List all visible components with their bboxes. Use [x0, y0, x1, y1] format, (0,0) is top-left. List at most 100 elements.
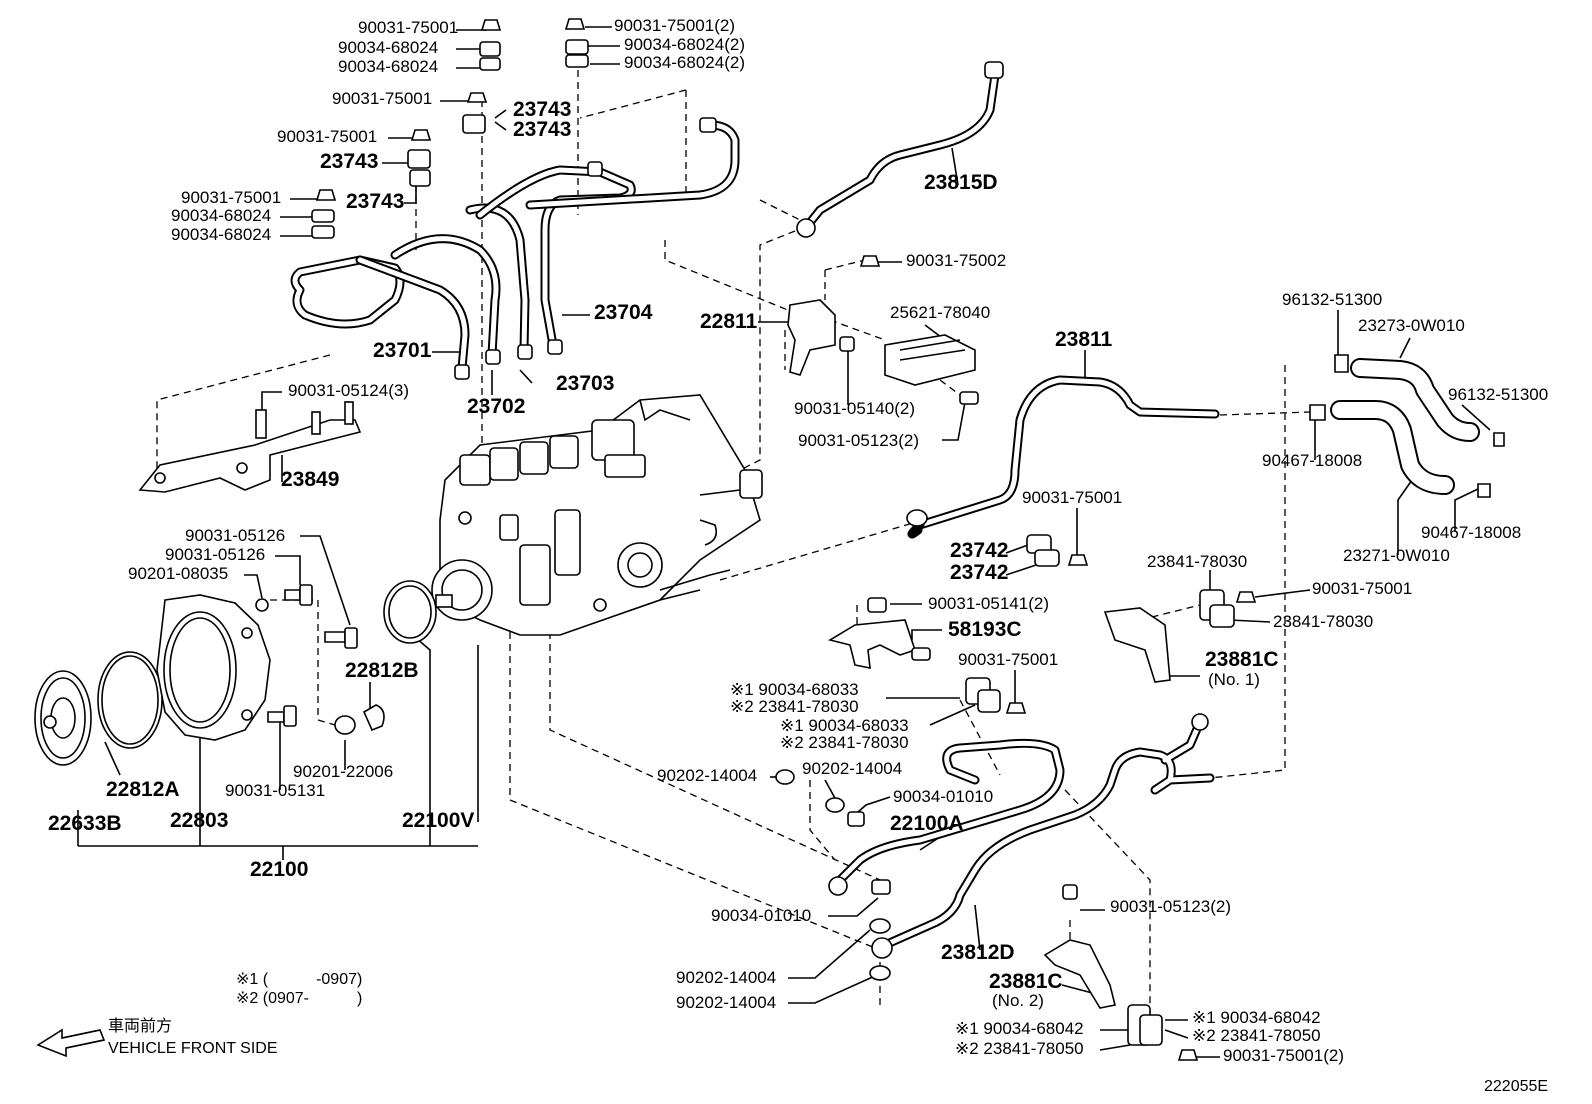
part-label: ※1 90034-68042	[1192, 1008, 1321, 1027]
part-label: ※1 90034-68033	[730, 680, 859, 699]
part-label: ※1 90034-68042	[955, 1019, 1084, 1038]
part-label: 90031-75001	[1022, 488, 1122, 507]
diagram-code: 222055E	[1484, 1078, 1548, 1095]
part-label: 25621-78040	[890, 303, 990, 322]
front-label-jp: 車両前方	[108, 1017, 172, 1035]
part-label: 90031-75001	[277, 127, 377, 146]
pipe-23812d	[871, 713, 1215, 959]
part-label: 23881C	[1205, 648, 1279, 671]
part-label: 22633B	[48, 812, 122, 835]
bracket-22811	[787, 255, 881, 376]
part-label: 90031-75001(2)	[614, 16, 735, 35]
part-label: 23701	[373, 339, 432, 362]
part-label: 90031-05126	[165, 545, 265, 564]
clamp-set-top	[311, 18, 589, 239]
legend-note-1: ※1 ( -0907)	[236, 971, 362, 988]
pipe-22100a	[828, 738, 1065, 896]
part-label: 22811	[700, 310, 758, 333]
part-label: ※2 23841-78050	[955, 1039, 1084, 1058]
part-label: 90031-05131	[225, 781, 325, 800]
part-label: 90031-75001(2)	[1223, 1046, 1344, 1065]
o-ring-22100v	[383, 580, 437, 644]
part-label: ※2 23841-78030	[730, 697, 859, 716]
front-label-en: VEHICLE FRONT SIDE	[108, 1040, 278, 1057]
clamp-23841-mid	[965, 677, 1027, 714]
part-number-labels: 90031-7500190034-6802490034-6802490031-7…	[48, 16, 1548, 1065]
part-label: 23841-78030	[1273, 612, 1373, 631]
part-label: 23271-0W010	[1343, 546, 1450, 565]
part-label: ※2 23841-78030	[780, 733, 909, 752]
part-label: 22812B	[345, 659, 419, 682]
hose-23273	[1334, 354, 1505, 447]
part-label: 90034-68024(2)	[624, 35, 745, 54]
part-label: 96132-51300	[1448, 385, 1548, 404]
part-label: 90034-68024	[171, 225, 271, 244]
part-label: 90034-68024	[338, 57, 438, 76]
part-label: 23812D	[941, 941, 1015, 964]
bracket-23849	[138, 401, 362, 493]
part-label: 23815D	[924, 171, 998, 194]
part-label: 90031-05123(2)	[798, 431, 919, 450]
bracket-25621	[884, 334, 979, 405]
part-label: 22803	[170, 809, 228, 832]
part-label: 90467-18008	[1262, 451, 1362, 470]
pipe-23815d	[796, 61, 1004, 238]
part-label: 23742	[950, 561, 1008, 584]
injection-pump	[431, 394, 763, 636]
part-label: 23702	[467, 395, 525, 418]
part-label: 22100A	[890, 812, 964, 835]
bracket-58193c	[827, 597, 931, 669]
part-label: 96132-51300	[1282, 290, 1382, 309]
part-label: 90034-01010	[893, 787, 993, 806]
part-label: 22812A	[106, 778, 180, 801]
part-label: 90031-75002	[906, 251, 1006, 270]
part-label: 90031-05123(2)	[1110, 897, 1231, 916]
injection-pipes	[290, 117, 740, 380]
part-label: 90202-14004	[676, 993, 776, 1012]
part-label: 23841-78030	[1147, 552, 1247, 571]
part-label: 90031-75001	[358, 18, 458, 37]
part-label: 90031-05126	[185, 526, 285, 545]
bracket-23881c-no2	[1043, 884, 1199, 1061]
part-label: 90031-75001	[958, 650, 1058, 669]
part-label: 23743	[320, 150, 378, 173]
cover-bolts	[267, 584, 385, 735]
part-label: 90034-01010	[711, 906, 811, 925]
part-label: (No. 1)	[1208, 670, 1260, 689]
clamp-23742	[1026, 534, 1089, 567]
banjo-fittings	[775, 769, 891, 981]
part-label: 23743	[513, 98, 571, 121]
part-label: 23881C	[989, 970, 1063, 993]
part-label: 90031-05140(2)	[794, 399, 915, 418]
part-label: 90202-14004	[657, 766, 757, 785]
part-label: 90031-75001	[332, 89, 432, 108]
part-label: 90034-68024(2)	[624, 53, 745, 72]
part-label: 90467-18008	[1421, 523, 1521, 542]
part-label: 90031-75001	[1312, 579, 1412, 598]
part-label: 90202-14004	[802, 759, 902, 778]
part-label: 90031-05124(3)	[288, 381, 409, 400]
part-label: 90034-68024	[171, 206, 271, 225]
leader-lines	[77, 26, 1491, 1058]
part-label: ※1 90034-68033	[780, 716, 909, 735]
legend-note-2: ※2 (0907- )	[236, 990, 362, 1007]
part-label: 23273-0W010	[1358, 316, 1465, 335]
part-label: 23742	[950, 539, 1008, 562]
part-label: 90031-05141(2)	[928, 594, 1049, 613]
part-label: 22100V	[402, 809, 474, 832]
part-label: 22100	[250, 858, 308, 881]
hose-23271	[1309, 400, 1491, 498]
part-label: 23704	[594, 301, 653, 324]
vehicle-front-arrow	[36, 1028, 106, 1058]
part-label: 90202-14004	[676, 968, 776, 987]
part-label: ※2 23841-78050	[1192, 1026, 1321, 1045]
timer-gear-group	[34, 594, 271, 766]
part-label: 23743	[346, 190, 404, 213]
part-label: 90031-75001	[181, 188, 281, 207]
part-label: 23703	[556, 372, 614, 395]
part-label: 90034-68024	[338, 38, 438, 57]
part-label: 23811	[1055, 328, 1113, 351]
part-label: (No. 2)	[992, 991, 1044, 1010]
